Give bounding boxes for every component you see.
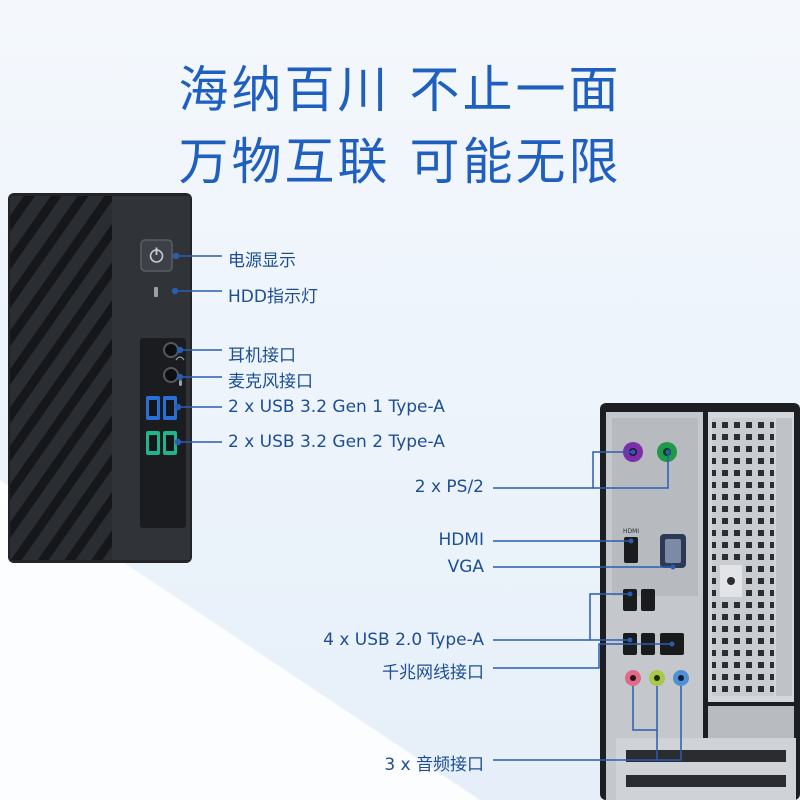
hdmi-port — [624, 537, 638, 563]
hdmi-silkscreen: HDMI — [623, 528, 639, 535]
rear-leader-dots — [627, 449, 676, 647]
label-hdd-led: HDD指示灯 — [228, 287, 318, 307]
headphone-icon — [175, 356, 185, 361]
headline-line-2: 万物互联 可能无限 — [178, 133, 622, 191]
label-hdmi: HDMI — [438, 530, 484, 550]
label-usb2: 4 x USB 2.0 Type-A — [323, 630, 484, 650]
power-icon — [149, 247, 164, 263]
label-usb-gen1: 2 x USB 3.2 Gen 1 Type-A — [228, 397, 445, 417]
hdd-led-icon — [154, 287, 158, 297]
label-usb-gen2: 2 x USB 3.2 Gen 2 Type-A — [228, 432, 445, 452]
label-audio-ports: 3 x 音频接口 — [384, 755, 484, 775]
label-power-indicator: 电源显示 — [228, 251, 296, 271]
tower-front — [8, 193, 192, 563]
tower-rear: HDMI — [600, 403, 800, 800]
microphone-icon — [179, 380, 182, 386]
headphone-jack — [163, 342, 179, 358]
front-leader-lines — [171, 252, 222, 446]
headline-line-1: 海纳百川 不止一面 — [178, 61, 622, 119]
power-button — [140, 239, 173, 272]
label-ps2: 2 x PS/2 — [414, 477, 484, 497]
microphone-jack — [163, 367, 179, 383]
usb2-port — [641, 589, 655, 611]
label-ethernet: 千兆网线接口 — [382, 663, 484, 683]
label-microphone-jack: 麦克风接口 — [228, 372, 313, 392]
rear-leader-lines — [493, 451, 682, 761]
label-headphone-jack: 耳机接口 — [228, 346, 296, 366]
label-vga: VGA — [447, 557, 484, 577]
